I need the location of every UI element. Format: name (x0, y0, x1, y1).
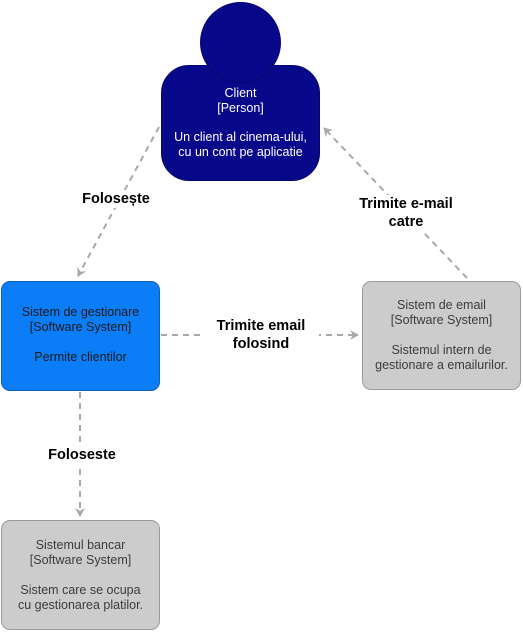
gestionare-name: Sistem de gestionare (21, 305, 140, 319)
email-system-box[interactable]: Sistem de email [Software System] Sistem… (362, 281, 521, 390)
client-description-line-1: Un client al cinema-ului, (174, 130, 307, 144)
gestionare-description-line-1: Permite clientilor (34, 350, 127, 364)
gestionare-type: [Software System] (29, 320, 132, 334)
client-description-line-2: cu un cont pe aplicatie (178, 145, 303, 159)
bancar-name: Sistemul bancar (35, 537, 126, 552)
client-name: Client (224, 86, 257, 100)
email-description-line-2: gestionare a emailurilor. (375, 358, 508, 372)
edge-label-gestionare-to-bancar: Foloseste (32, 446, 132, 464)
bancar-description-line-2: cu gestionarea platilor. (17, 597, 144, 612)
edge-label-gestionare-to-bancar-line-1: Foloseste (48, 447, 116, 463)
email-type: [Software System] (390, 313, 493, 327)
email-description-line-1: Sistemul intern de (391, 343, 492, 357)
client-person-head[interactable] (200, 2, 281, 83)
edge-label-client-to-gestionare-line-1: Folosește (82, 191, 150, 207)
edge-label-email-to-client-line-2: catre (388, 214, 424, 230)
edge-label-email-to-client: Trimite e-mail catre (348, 195, 464, 231)
edge-label-client-to-gestionare: Folosește (66, 190, 166, 208)
bancar-system-box[interactable]: Sistemul bancar [Software System] Sistem… (1, 520, 160, 630)
edge-label-gestionare-to-email-line-2: folosind (232, 336, 290, 352)
edge-label-gestionare-to-email-line-1: Trimite email (216, 318, 306, 334)
email-name: Sistem de email (397, 298, 486, 312)
client-type: [Person] (217, 101, 264, 115)
bancar-description-line-1: Sistem care se ocupa (20, 582, 141, 597)
edge-label-gestionare-to-email: Trimite email folosind (203, 317, 319, 353)
gestionare-system-box[interactable]: Sistem de gestionare [Software System] P… (1, 281, 160, 391)
bancar-type: [Software System] (29, 552, 132, 567)
edge-label-email-to-client-line-1: Trimite e-mail (359, 196, 453, 212)
client-person-text: Client [Person] Un client al cinema-ului… (161, 86, 320, 160)
client-person-body[interactable] (161, 65, 320, 181)
